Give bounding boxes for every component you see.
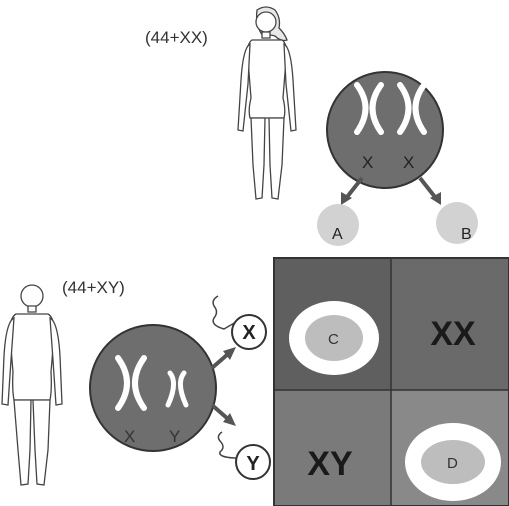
female-arrows <box>341 176 441 205</box>
male-figure <box>1 284 63 486</box>
zygote-d <box>405 423 501 501</box>
egg-a <box>317 204 359 246</box>
female-chromosome-label-2: X <box>403 153 414 172</box>
sperm-y-head <box>235 444 271 480</box>
egg-b <box>436 202 478 244</box>
sperm-y-label: Y <box>246 453 260 475</box>
zygote-c-label: C <box>328 331 339 348</box>
female-x-chromosome-1 <box>354 82 384 135</box>
genotype-xy-label: XY <box>307 445 353 483</box>
male-x-chromosome <box>115 355 147 411</box>
female-figure <box>237 6 297 200</box>
grid-cell-xx <box>391 258 509 390</box>
male-chromosome-label-x: X <box>124 427 135 446</box>
male-karyotype-label: (44+XY) <box>62 278 125 297</box>
sperm-y-tail <box>217 431 236 459</box>
sperm-x-head <box>231 314 267 350</box>
zygote-d-label: D <box>447 455 458 472</box>
male-y-chromosome <box>165 370 189 408</box>
grid-cell-xy <box>274 390 391 506</box>
sperm-x-tail <box>212 295 237 330</box>
egg-b-label: B <box>461 226 472 243</box>
zygote-c <box>289 301 379 375</box>
sperm-x-label: X <box>242 322 256 344</box>
female-karyotype-label: (44+XX) <box>145 28 208 47</box>
female-chromosome-label-1: X <box>362 153 373 172</box>
male-arrows <box>210 347 236 426</box>
egg-a-label: A <box>332 226 343 243</box>
female-x-chromosome-2 <box>397 82 427 135</box>
male-chromosome-label-y: Y <box>169 427 180 446</box>
genotype-xx-label: XX <box>430 315 476 353</box>
punnett-grid <box>273 257 509 506</box>
male-cell <box>89 324 217 452</box>
